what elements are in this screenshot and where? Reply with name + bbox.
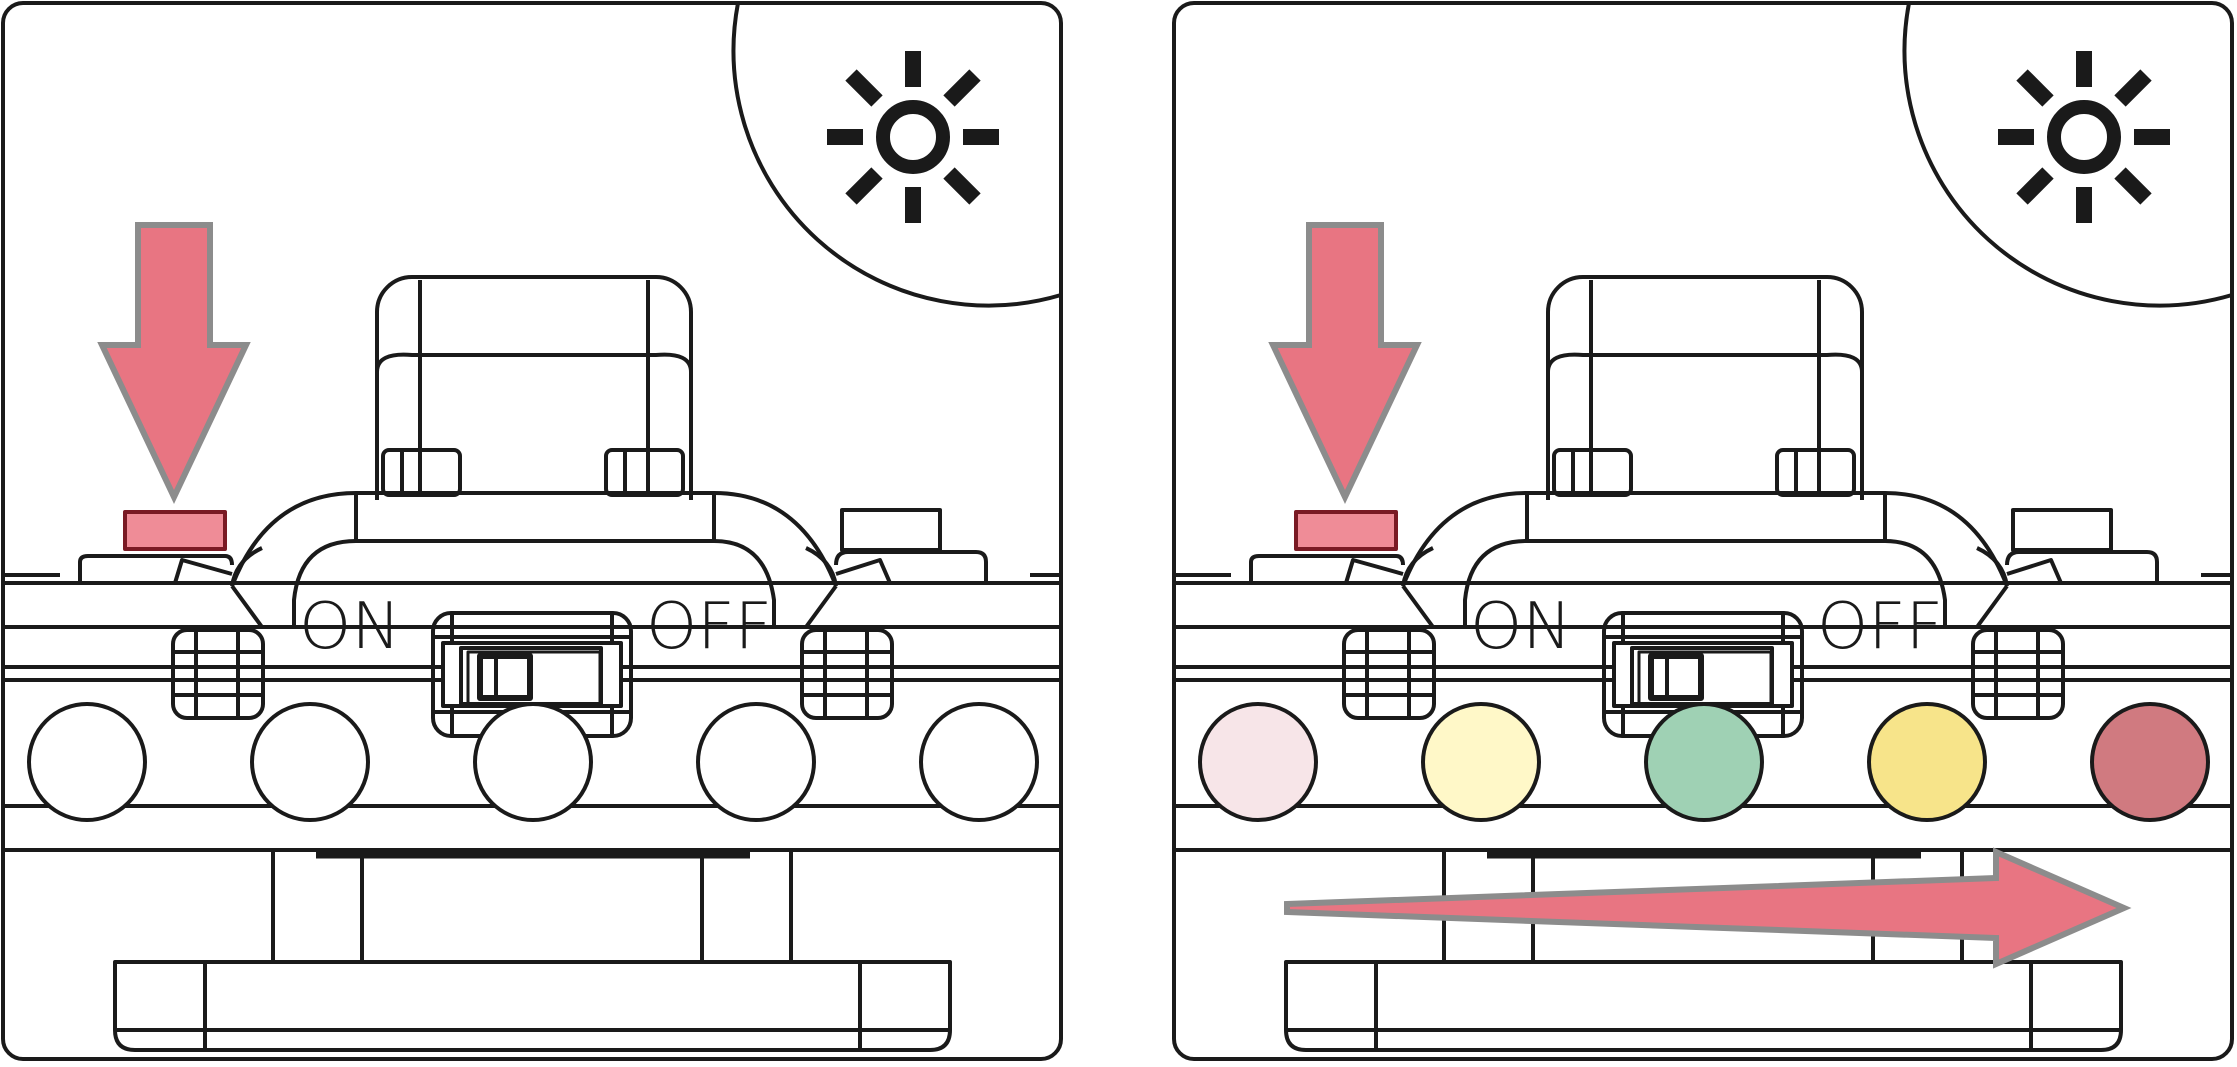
- led-1: [1198, 702, 1318, 822]
- on-off-switch[interactable]: [1630, 646, 1774, 706]
- side-clip-left: [1342, 628, 1436, 720]
- light-indicator-arc: [1902, 2, 2233, 308]
- left-button-housing: [78, 554, 234, 584]
- left-button-housing: [1249, 554, 1405, 584]
- panel-left: ON OFF: [1, 1, 1063, 1061]
- off-label: OFF: [646, 590, 772, 664]
- led-5: [2090, 702, 2210, 822]
- side-clip-left: [171, 628, 265, 720]
- on-label: ON: [299, 590, 401, 664]
- rails: [1174, 573, 2232, 852]
- on-label: ON: [1470, 590, 1572, 664]
- led-4: [696, 702, 816, 822]
- off-label: OFF: [1817, 590, 1943, 664]
- on-off-switch[interactable]: [459, 646, 603, 706]
- led-3: [473, 702, 593, 822]
- panel-right: ON OFF: [1172, 1, 2234, 1061]
- led-4: [1867, 702, 1987, 822]
- right-button-housing: [2005, 508, 2159, 584]
- led-1: [27, 702, 147, 822]
- led-2: [250, 702, 370, 822]
- push-button[interactable]: [123, 510, 227, 551]
- press-arrow: [97, 222, 251, 505]
- sweep-arrow: [1284, 847, 2132, 969]
- led-5: [919, 702, 1039, 822]
- sun-icon: [1998, 51, 2170, 223]
- led-row: [27, 702, 1039, 822]
- led-3: [1644, 702, 1764, 822]
- sun-icon: [827, 51, 999, 223]
- device-base: [113, 850, 952, 1052]
- push-button[interactable]: [1294, 510, 1398, 551]
- side-clip-right: [800, 628, 894, 720]
- top-handle: [1546, 275, 1864, 500]
- led-row: [1198, 702, 2210, 822]
- light-indicator-arc: [731, 2, 1062, 308]
- right-button-housing: [834, 508, 988, 584]
- side-clip-right: [1971, 628, 2065, 720]
- led-2: [1421, 702, 1541, 822]
- press-arrow: [1268, 222, 1422, 505]
